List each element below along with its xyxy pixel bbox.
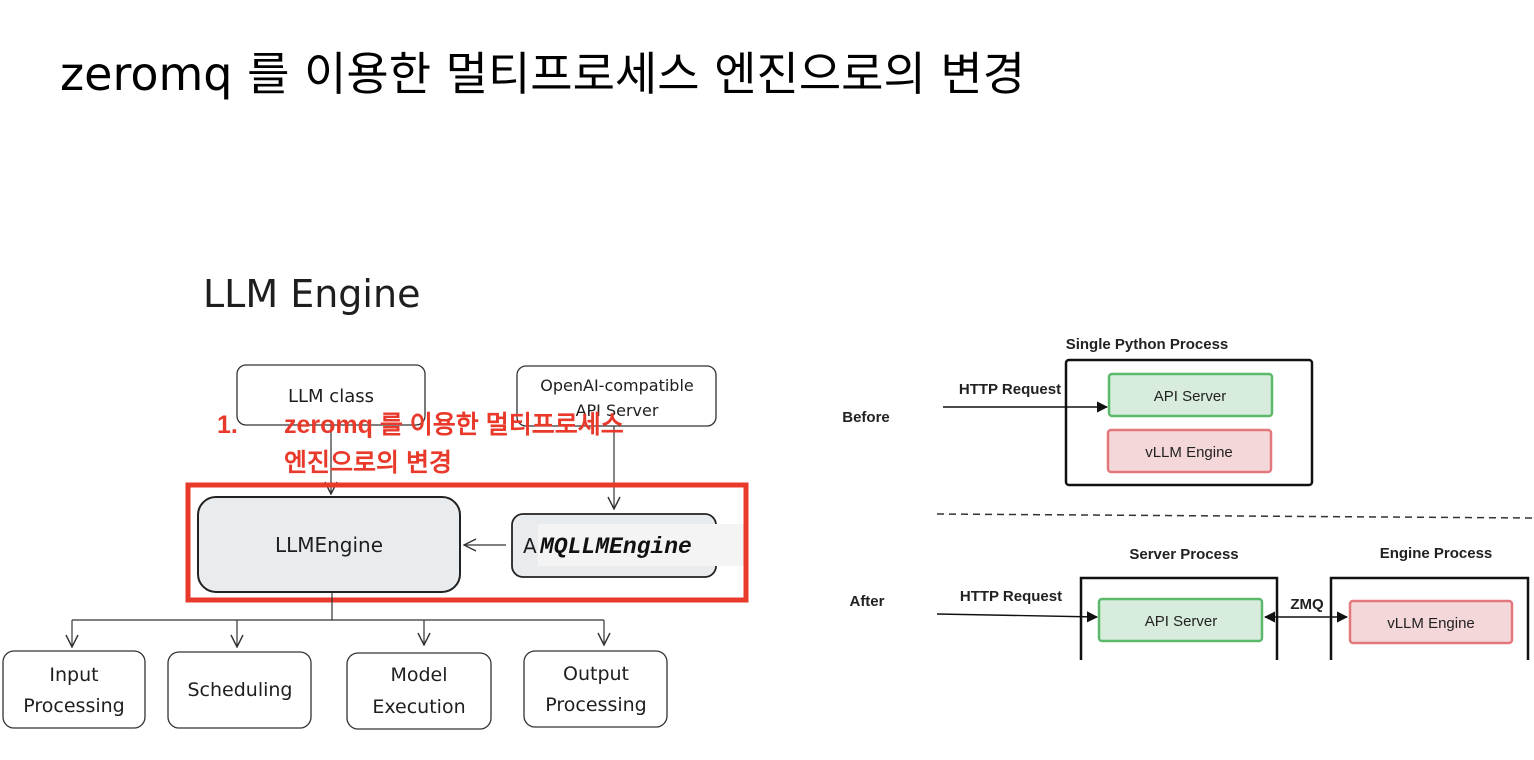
after-request-arrow bbox=[936, 611, 1099, 623]
stage-label-line2: Processing bbox=[545, 694, 646, 716]
stage-scheduling: Scheduling bbox=[167, 651, 312, 729]
after-request-label: HTTP Request bbox=[960, 588, 1062, 605]
llm-engine-heading: LLM Engine bbox=[203, 272, 420, 316]
mq-llm-engine-label: MQLLMEngine bbox=[539, 534, 692, 560]
before-api-server-box: API Server bbox=[1107, 372, 1274, 418]
stage-label-line1: Model bbox=[390, 664, 447, 686]
after-engine-process-title: Engine Process bbox=[1380, 545, 1493, 562]
stage-label-line1: Scheduling bbox=[187, 679, 292, 701]
mq-llm-engine-box: A MQLLMEngine bbox=[511, 513, 744, 578]
highlight-frame bbox=[185, 482, 749, 603]
mq-llm-engine-underlay: A bbox=[523, 534, 537, 558]
llm-class-box: LLM class bbox=[236, 364, 426, 426]
openai-server-label-line1: OpenAI-compatible bbox=[540, 376, 693, 395]
slide-title: zeromq 를 이용한 멀티프로세스 엔진으로의 변경 bbox=[60, 47, 1026, 101]
stage-input-processing: Input Processing bbox=[2, 650, 146, 729]
openai-server-label-line2: API Server bbox=[576, 401, 659, 420]
llm-engine-label: LLMEngine bbox=[275, 533, 383, 557]
openai-server-box: OpenAI-compatible API Server bbox=[516, 365, 717, 427]
stage-output-processing: Output Processing bbox=[523, 650, 668, 728]
after-label: After bbox=[849, 593, 884, 610]
after-api-server-label: API Server bbox=[1145, 613, 1218, 630]
annotation-line1: zeromq 를 이용한 멀티프로세스 bbox=[284, 411, 624, 439]
llm-engine-box: LLMEngine bbox=[197, 496, 461, 593]
annotation-number: 1. bbox=[217, 411, 238, 439]
stage-label-line1: Input bbox=[49, 664, 98, 686]
after-api-server-box: API Server bbox=[1097, 597, 1264, 643]
stage-label-line1: Output bbox=[563, 663, 629, 685]
stage-model-execution: Model Execution bbox=[346, 652, 492, 730]
after-server-process-title: Server Process bbox=[1129, 546, 1238, 563]
before-request-label: HTTP Request bbox=[959, 381, 1061, 398]
before-api-server-label: API Server bbox=[1154, 388, 1227, 405]
after-engine-box: vLLM Engine bbox=[1348, 599, 1514, 645]
annotation-line2: 엔진으로의 변경 bbox=[284, 449, 452, 477]
before-process-title: Single Python Process bbox=[1066, 336, 1229, 353]
before-engine-box: vLLM Engine bbox=[1106, 428, 1273, 474]
stage-label-line2: Processing bbox=[23, 695, 124, 717]
zmq-label: ZMQ bbox=[1290, 596, 1324, 613]
stage-label-line2: Execution bbox=[372, 696, 465, 718]
stage-connectors bbox=[72, 592, 604, 647]
llm-class-label: LLM class bbox=[288, 386, 374, 407]
before-engine-label: vLLM Engine bbox=[1145, 444, 1233, 461]
after-engine-label: vLLM Engine bbox=[1387, 615, 1475, 632]
before-label: Before bbox=[842, 409, 890, 426]
before-after-divider bbox=[936, 513, 1534, 519]
